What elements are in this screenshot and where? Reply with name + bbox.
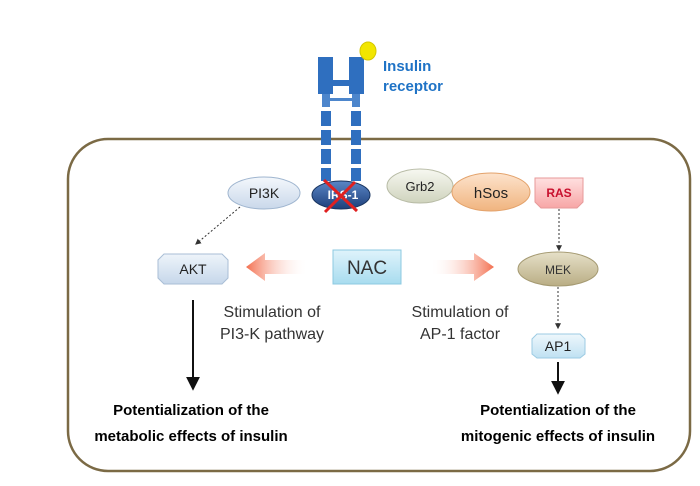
akt-label: AKT xyxy=(179,261,207,277)
ras-label: RAS xyxy=(546,186,571,200)
mek-label: MEK xyxy=(545,263,571,277)
insulin-receptor-label-line1: Insulin xyxy=(383,58,431,75)
nac-to-akt-arrow xyxy=(246,253,308,281)
cell-membrane xyxy=(66,137,692,473)
nac-to-mek-arrow xyxy=(430,253,494,281)
pi3k-to-akt-arrow xyxy=(195,206,241,245)
left-stimulation-label-line1: Stimulation of xyxy=(224,304,321,321)
ap1-node xyxy=(531,333,586,359)
mitogenic-outcome-line1: Potentialization of the xyxy=(480,402,636,419)
right-stimulation-label-line2: AP-1 factor xyxy=(420,326,501,343)
ap1-label: AP1 xyxy=(545,338,572,354)
akt-node xyxy=(157,253,229,285)
left-stimulation-label-line2: PI3-K pathway xyxy=(220,326,324,343)
metabolic-outcome-line1: Potentialization of the xyxy=(113,402,269,419)
nac-label: NAC xyxy=(347,258,387,279)
insulin-receptor-label-line2: receptor xyxy=(383,78,443,95)
metabolic-outcome-line2: metabolic effects of insulin xyxy=(94,428,287,445)
grb2-node xyxy=(386,168,454,204)
grb2-label: Grb2 xyxy=(406,179,435,194)
hsos-label: hSos xyxy=(474,185,508,202)
hsos-node xyxy=(451,172,531,212)
mitogenic-outcome-line2: mitogenic effects of insulin xyxy=(461,428,655,445)
nac-node xyxy=(332,249,402,285)
mek-node xyxy=(517,251,599,287)
right-stimulation-label-line1: Stimulation of xyxy=(412,304,509,321)
insulin-ligand xyxy=(359,41,377,61)
pi3k-label: PI3K xyxy=(249,185,280,201)
pi3k-node xyxy=(227,176,301,210)
ras-node xyxy=(534,177,584,209)
insulin-receptor xyxy=(318,57,364,181)
inhibition-x-icon xyxy=(322,178,359,214)
